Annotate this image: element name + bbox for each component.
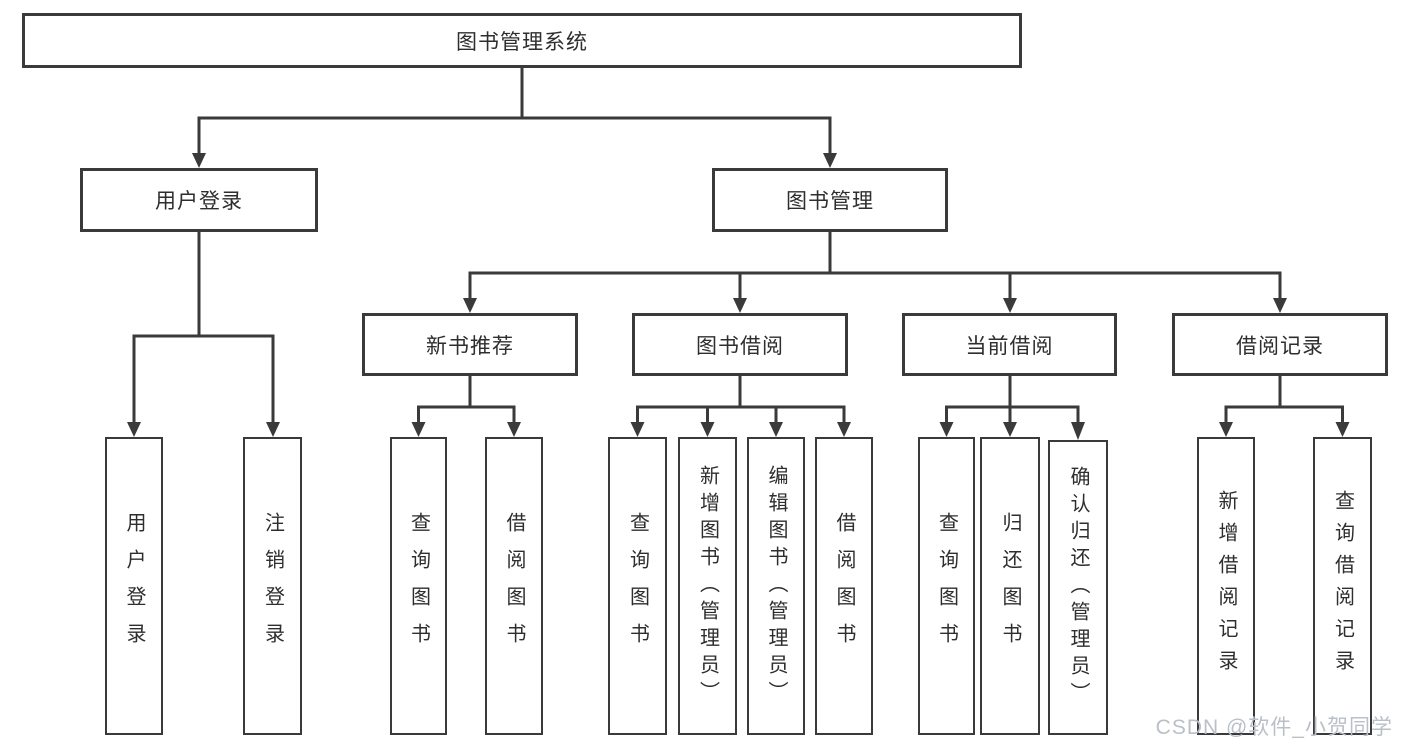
node-label: 用户登录 xyxy=(155,190,243,213)
node-recommend-borrow-books: 借阅图书 xyxy=(485,437,543,735)
node-label: 编辑图书（管理员） xyxy=(765,464,787,708)
node-current-confirm-return-admin: 确认归还（管理员） xyxy=(1048,440,1108,735)
node-label: 查询借阅记录 xyxy=(1331,490,1354,682)
node-current-return-books: 归还图书 xyxy=(980,437,1040,735)
node-label: 确认归还（管理员） xyxy=(1067,466,1089,709)
node-library-system: 图书管理系统 xyxy=(22,13,1022,68)
node-logout-action: 注销登录 xyxy=(243,437,302,735)
node-label: 当前借阅 xyxy=(965,334,1054,358)
node-label: 用户登录 xyxy=(123,512,145,660)
node-label: 新书推荐 xyxy=(426,334,514,358)
csdn-watermark: CSDN @软件_小贺同学 xyxy=(1155,716,1393,739)
node-label: 查询图书 xyxy=(407,512,430,660)
node-label: 图书借阅 xyxy=(696,334,784,358)
node-book-management: 图书管理 xyxy=(712,168,948,232)
node-label: 借阅图书 xyxy=(503,512,525,660)
node-borrowing-borrow-books: 借阅图书 xyxy=(815,437,873,735)
node-label: 借阅记录 xyxy=(1236,334,1324,358)
node-borrowing-records: 借阅记录 xyxy=(1172,313,1388,376)
node-borrowing-add-books-admin: 新增图书（管理员） xyxy=(678,437,737,735)
node-label: 图书管理系统 xyxy=(456,30,588,54)
node-borrowing-query-books: 查询图书 xyxy=(608,437,667,735)
node-label: 图书管理 xyxy=(786,190,874,213)
node-user-login-action: 用户登录 xyxy=(105,437,163,735)
node-label: 归还图书 xyxy=(999,512,1021,660)
node-borrowing-edit-books-admin: 编辑图书（管理员） xyxy=(747,437,805,735)
node-recommend-query-books: 查询图书 xyxy=(390,437,447,735)
node-user-login: 用户登录 xyxy=(80,168,318,232)
node-book-borrowing: 图书借阅 xyxy=(632,313,848,376)
node-records-query-record: 查询借阅记录 xyxy=(1313,437,1372,735)
node-new-book-recommendation: 新书推荐 xyxy=(362,313,578,376)
node-label: 查询图书 xyxy=(626,512,649,660)
node-label: 查询图书 xyxy=(935,512,958,660)
node-label: 新增图书（管理员） xyxy=(696,464,719,708)
node-label: 新增借阅记录 xyxy=(1215,490,1237,682)
node-current-borrowing: 当前借阅 xyxy=(902,313,1117,376)
node-current-query-books: 查询图书 xyxy=(918,437,975,735)
node-label: 借阅图书 xyxy=(833,512,855,660)
node-label: 注销登录 xyxy=(261,512,284,660)
node-records-add-record: 新增借阅记录 xyxy=(1197,437,1255,735)
